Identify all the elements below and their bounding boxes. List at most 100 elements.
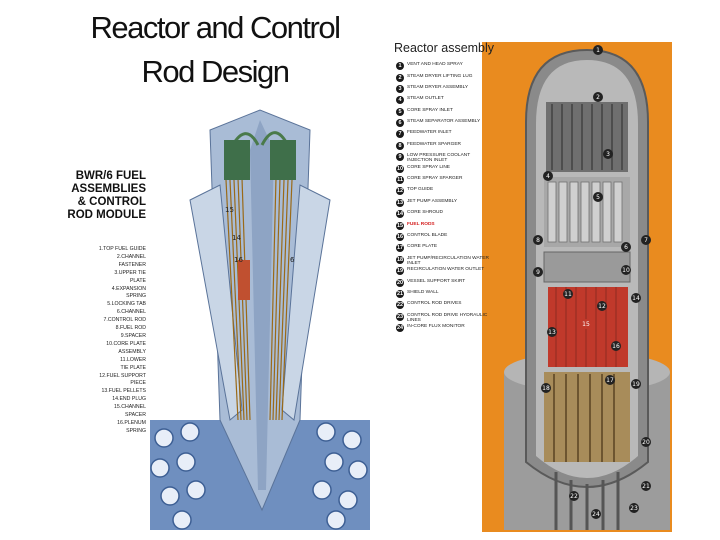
legend-number: 7: [396, 130, 404, 138]
callout-16: 16: [612, 343, 620, 350]
legend-label: CONTROL ROD DRIVES: [407, 301, 493, 306]
part-label: 12.FUEL SUPPORT: [76, 373, 146, 381]
legend-label: CORE SPRAY SPARGER: [407, 176, 493, 181]
callout-10: 10: [622, 267, 630, 274]
part-label: 4.EXPANSION: [76, 286, 146, 294]
legend-label: FEEDWATER INLET: [407, 130, 493, 135]
callout-24: 24: [592, 511, 600, 518]
legend-label: JET PUMP/RECIRCULATION WATER INLET: [407, 256, 493, 266]
legend-label: CONTROL BLADE: [407, 233, 493, 238]
part-label: 13.FUEL PELLETS: [76, 388, 146, 396]
legend-label: LOW PRESSURE COOLANT INJECTION INLET: [407, 153, 493, 163]
fuel-assembly-illustration: 15 14 6 16: [150, 90, 370, 530]
part-label: FASTENER: [76, 262, 146, 270]
part-label: SPRING: [76, 293, 146, 301]
part-label: 15.CHANNEL: [76, 404, 146, 412]
callout-1: 1: [596, 47, 600, 54]
legend-number: 23: [396, 313, 404, 321]
part-label: 7.CONTROL ROD: [76, 317, 146, 325]
part-label: ASSEMBLY: [76, 349, 146, 357]
legend-label: TOP GUIDE: [407, 187, 493, 192]
callout-3: 3: [606, 151, 610, 158]
legend-number: 10: [396, 165, 404, 173]
heading-line: ASSEMBLIES: [62, 183, 146, 196]
part-label: PIECE: [76, 380, 146, 388]
legend-number: 20: [396, 279, 404, 287]
legend-number: 24: [396, 324, 404, 332]
legend-label: IN-CORE FLUX MONITOR: [407, 324, 493, 329]
fuel-assembly-parts-list: 1.TOP FUEL GUIDE 2.CHANNEL FASTENER 3.UP…: [76, 246, 146, 436]
legend-number: 17: [396, 244, 404, 252]
legend-number: 3: [396, 85, 404, 93]
callout-21: 21: [642, 483, 650, 490]
heading-line: BWR/6 FUEL: [62, 170, 146, 183]
legend-label: STEAM DRYER LIFTING LUG: [407, 74, 493, 79]
callout-23: 23: [630, 505, 638, 512]
callout-22: 22: [570, 493, 578, 500]
part-label: SPRING: [76, 428, 146, 436]
legend-label: CORE SPRAY INLET: [407, 108, 493, 113]
part-label: 9.SPACER: [76, 333, 146, 341]
slide-title-line-1: Reactor and Control: [40, 8, 390, 48]
legend-number: 11: [396, 176, 404, 184]
legend-label: STEAM DRYER ASSEMBLY: [407, 85, 493, 90]
part-label: TIE PLATE: [76, 365, 146, 373]
legend-number: 19: [396, 267, 404, 275]
part-label: PLATE: [76, 278, 146, 286]
legend-number: 2: [396, 74, 404, 82]
callout-6: 6: [624, 244, 628, 251]
legend-label: VESSEL SUPPORT SKIRT: [407, 279, 493, 284]
part-label: 8.FUEL ROD: [76, 325, 146, 333]
heading-line: ROD MODULE: [62, 209, 146, 222]
part-label: 6.CHANNEL: [76, 309, 146, 317]
callout-13: 13: [548, 329, 556, 336]
legend-label: CORE PLATE: [407, 244, 493, 249]
reactor-assembly-illustration: 1 2 3 4 5 6 7 8 9 10 11 12 13 14 15 16 1…: [496, 42, 678, 530]
bwr6-heading: BWR/6 FUEL ASSEMBLIES & CONTROL ROD MODU…: [62, 170, 146, 222]
callout-6: 6: [290, 256, 295, 264]
legend-label: RECIRCULATION WATER OUTLET: [407, 267, 493, 272]
legend-label: CONTROL ROD DRIVE HYDRAULIC LINES: [407, 313, 493, 323]
legend-label: CORE SHROUD: [407, 210, 493, 215]
legend-number: 16: [396, 233, 404, 241]
part-label: 14.END PLUG: [76, 396, 146, 404]
callout-15: 15: [582, 321, 590, 328]
legend-number: 13: [396, 199, 404, 207]
part-label: 10.CORE PLATE: [76, 341, 146, 349]
part-label: 1.TOP FUEL GUIDE: [76, 246, 146, 254]
legend-number: 9: [396, 153, 404, 161]
callout-8: 8: [536, 237, 540, 244]
legend-label: FUEL RODS: [407, 222, 493, 227]
legend-number: 5: [396, 108, 404, 116]
callout-12: 12: [598, 303, 606, 310]
part-label: SPACER: [76, 412, 146, 420]
legend-number: 15: [396, 222, 404, 230]
heading-line: & CONTROL: [62, 196, 146, 209]
callout-14: 14: [632, 295, 640, 302]
callout-9: 9: [536, 269, 540, 276]
part-label: 5.LOCKING TAB: [76, 301, 146, 309]
part-label: 16.PLENUM: [76, 420, 146, 428]
legend-label: CORE SPRAY LINE: [407, 165, 493, 170]
legend-number: 1: [396, 62, 404, 70]
legend-label: SHIELD WALL: [407, 290, 493, 295]
callout-2: 2: [596, 94, 600, 101]
callout-7: 7: [644, 237, 648, 244]
